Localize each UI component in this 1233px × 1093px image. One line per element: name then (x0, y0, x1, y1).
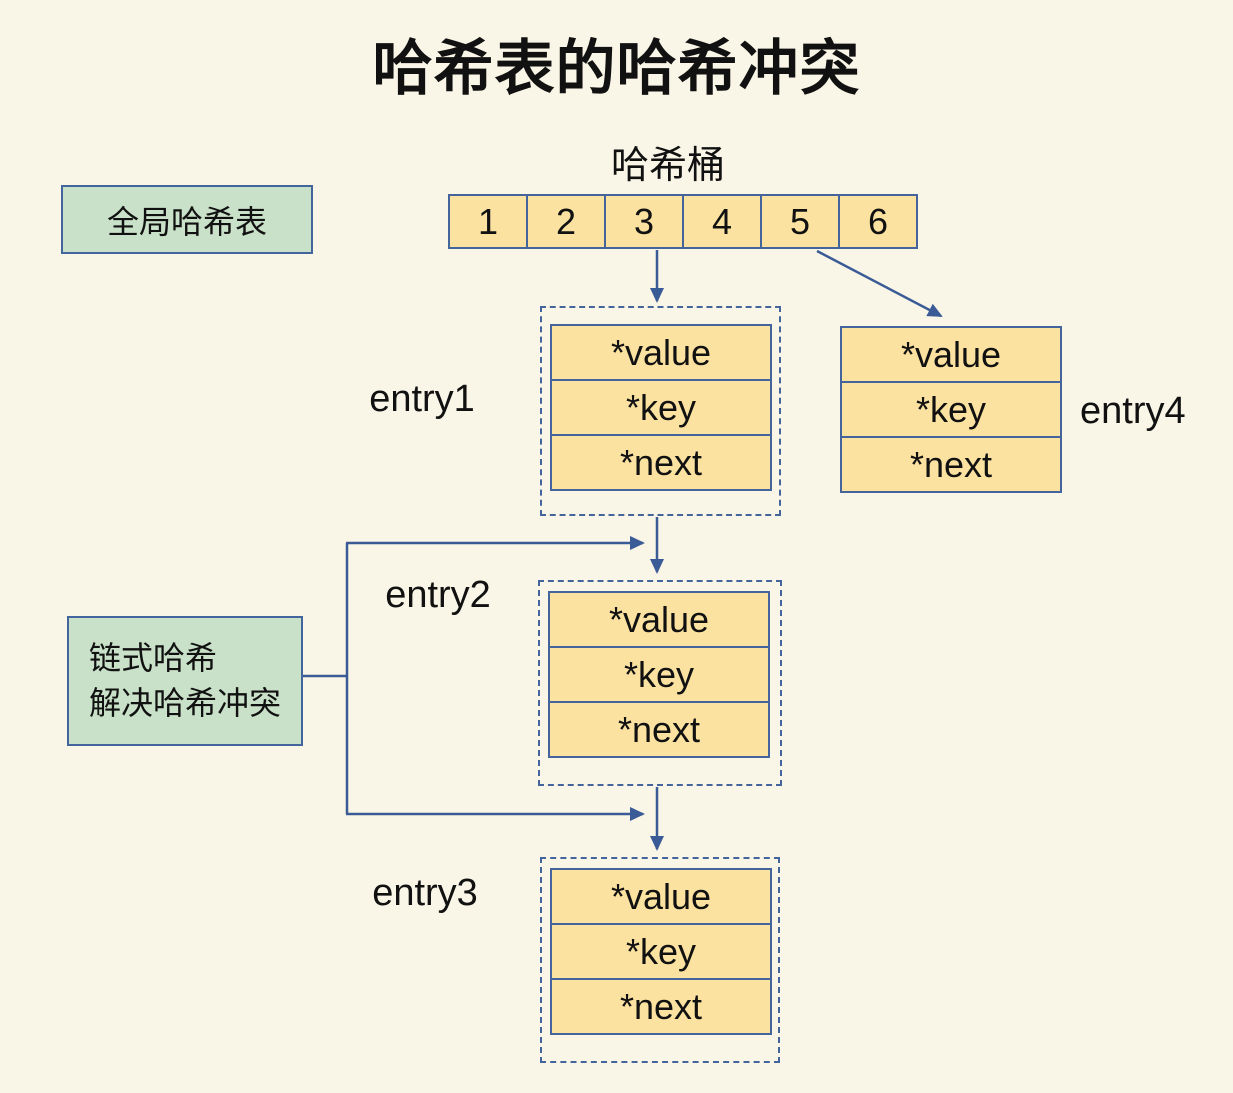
bucket-cell-1: 1 (448, 194, 528, 249)
entry1-node (540, 306, 781, 516)
entry1-key-cell: *key (550, 379, 772, 436)
arrow-bucket5-to-entry4 (816, 249, 943, 318)
entry4-value-cell: *value (840, 326, 1062, 383)
entry2-next-cell: *next (548, 701, 770, 758)
entry1-fields: *value *key *next (550, 324, 772, 491)
chained-hash-note-line2: 解决哈希冲突 (89, 685, 282, 721)
entry4-label: entry4 (1080, 390, 1186, 432)
entry3-value-cell: *value (550, 868, 772, 925)
global-hash-table-note: 全局哈希表 (61, 185, 313, 254)
entry1-value-cell: *value (550, 324, 772, 381)
entry2-key-cell: *key (548, 646, 770, 703)
bucket-cell-4: 4 (682, 194, 762, 249)
entry3-label: entry3 (372, 872, 478, 914)
entry1-next-cell: *next (550, 434, 772, 491)
entry3-fields: *value *key *next (550, 868, 772, 1035)
entry3-next-cell: *next (550, 978, 772, 1035)
entry4-fields: *value *key *next (840, 326, 1062, 493)
entry3-node (540, 857, 780, 1063)
entry2-fields: *value *key *next (548, 591, 770, 758)
entry2-node (538, 580, 782, 786)
bucket-cell-2: 2 (526, 194, 606, 249)
entry2-label: entry2 (385, 574, 491, 616)
entry2-value-cell: *value (548, 591, 770, 648)
entry3-key-cell: *key (550, 923, 772, 980)
bucket-cell-6: 6 (838, 194, 918, 249)
chained-hash-note-line1: 链式哈希 (89, 640, 218, 676)
entry4-next-cell: *next (840, 436, 1062, 493)
hash-bucket-row: 1 2 3 4 5 6 (448, 194, 918, 249)
entry1-label: entry1 (369, 378, 475, 420)
bucket-label: 哈希桶 (610, 145, 725, 187)
diagram-title: 哈希表的哈希冲突 (372, 35, 861, 102)
global-hash-table-note-text: 全局哈希表 (106, 203, 267, 240)
chained-hash-note: 链式哈希 解决哈希冲突 (67, 616, 303, 746)
